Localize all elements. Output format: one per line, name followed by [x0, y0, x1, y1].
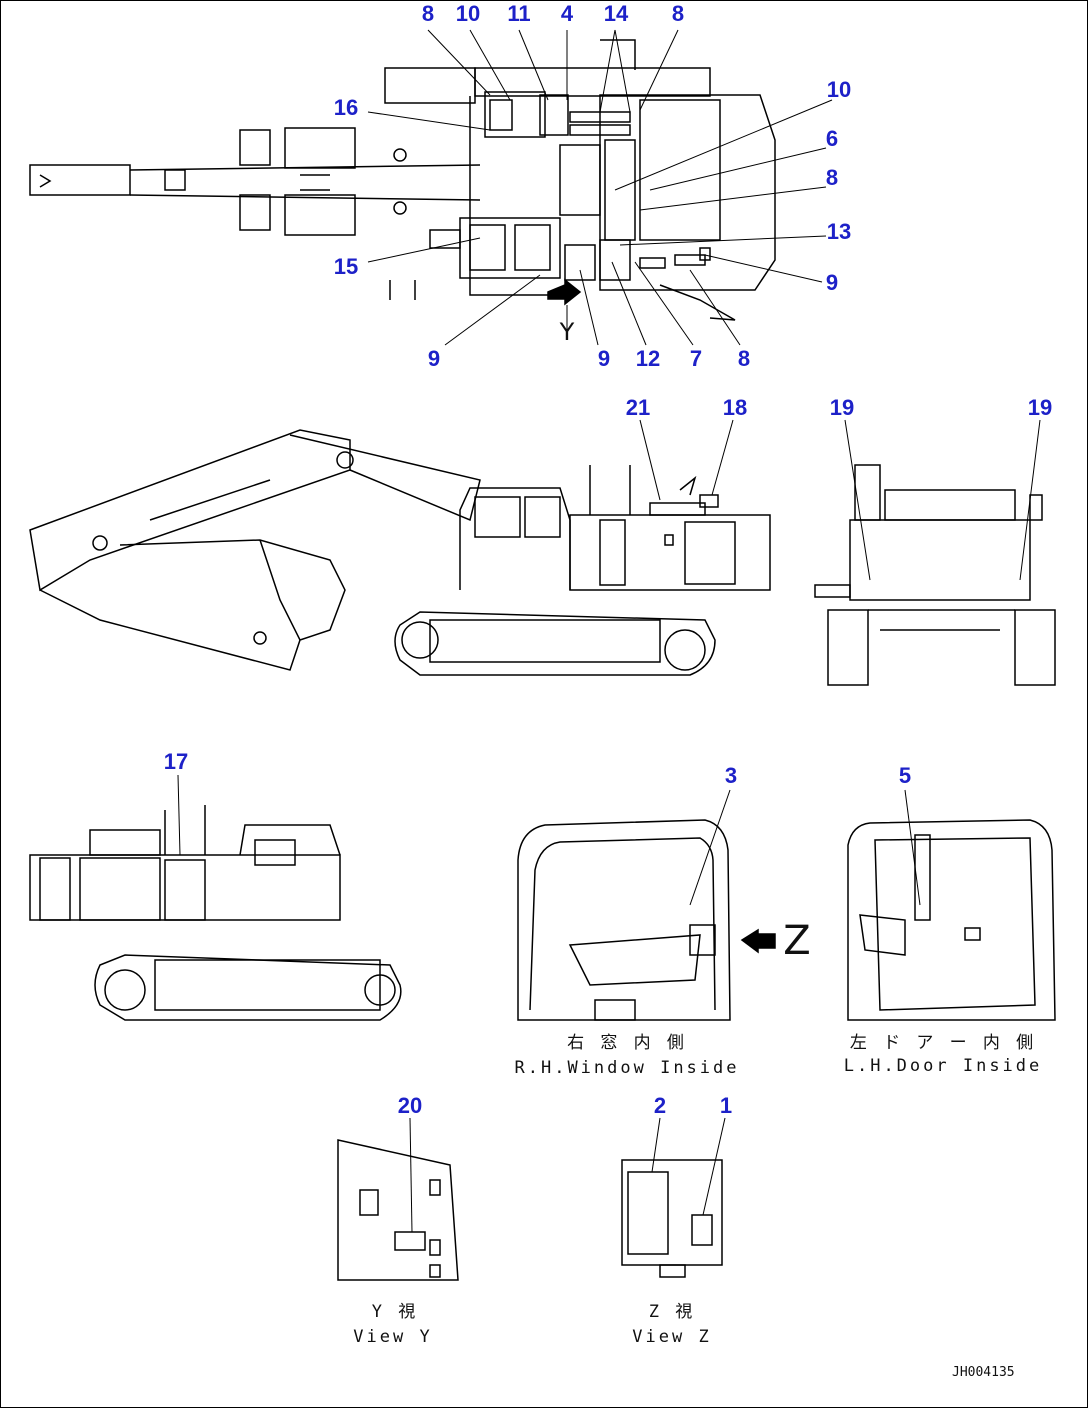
callout-3: 3 — [724, 763, 738, 788]
view-z-caption-en: View Z — [632, 1327, 712, 1347]
view-z — [621, 1117, 726, 1278]
callout-7: 7 — [689, 346, 703, 371]
callout-2: 2 — [653, 1093, 667, 1118]
callout-4: 4 — [560, 1, 574, 26]
rh-window-inside — [517, 789, 776, 1021]
callout-21: 21 — [625, 395, 651, 420]
callout-17: 17 — [163, 749, 189, 774]
view-y-caption-en: View Y — [353, 1327, 433, 1347]
callout-1: 1 — [719, 1093, 733, 1118]
callout-16: 16 — [333, 95, 359, 120]
callout-15: 15 — [333, 254, 359, 279]
callout-18: 18 — [722, 395, 748, 420]
rh-window-caption-jp: 右 窓 内 側 — [567, 1033, 687, 1053]
rear-view — [814, 419, 1056, 686]
view-y — [337, 1117, 459, 1281]
callout-12: 12 — [635, 346, 661, 371]
lh-door-caption-jp: 左 ド ア ー 内 側 — [849, 1033, 1037, 1053]
callout-9: 9 — [427, 346, 441, 371]
callout-19: 19 — [1027, 395, 1053, 420]
top-view — [29, 29, 833, 346]
lh-door-inside — [847, 789, 1056, 1021]
callout-14: 14 — [603, 1, 629, 26]
callout-9: 9 — [825, 270, 839, 295]
drawing-reference: JH004135 — [952, 1365, 1015, 1380]
view-y-marker: Y — [559, 318, 575, 346]
callout-6: 6 — [825, 126, 839, 151]
side-view-right — [29, 774, 402, 1021]
callout-13: 13 — [826, 219, 852, 244]
callout-20: 20 — [397, 1093, 423, 1118]
rh-window-caption-en: R.H.Window Inside — [514, 1058, 740, 1078]
view-z-marker: Z — [783, 918, 811, 964]
callout-10: 10 — [455, 1, 481, 26]
callout-5: 5 — [898, 763, 912, 788]
view-y-caption-jp: Y 視 — [371, 1302, 419, 1322]
callout-8: 8 — [737, 346, 751, 371]
callout-11: 11 — [507, 1, 531, 26]
callout-8: 8 — [421, 1, 435, 26]
side-view-left — [29, 419, 771, 676]
view-z-caption-jp: Z 視 — [648, 1302, 696, 1322]
callout-19: 19 — [829, 395, 855, 420]
callout-8: 8 — [825, 165, 839, 190]
callout-9: 9 — [597, 346, 611, 371]
callout-8: 8 — [671, 1, 685, 26]
callout-10: 10 — [826, 77, 852, 102]
lh-door-caption-en: L.H.Door Inside — [843, 1056, 1043, 1076]
